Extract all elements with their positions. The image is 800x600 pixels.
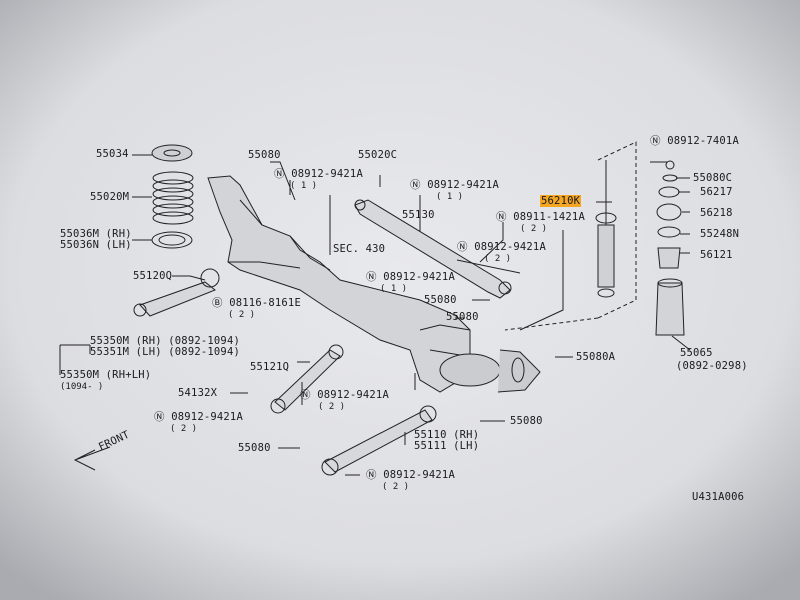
part-55248n: 55248N [700, 228, 740, 240]
nut-08912-9421a-2-code: 08912-9421A [427, 179, 499, 191]
part-55080-left: 55080 [238, 442, 271, 454]
lateral-link-upper [139, 281, 216, 317]
nut-08912-9421a-1-code: 08912-9421A [291, 168, 363, 180]
part-55036m: 55036M (RH) [60, 228, 132, 240]
nut-08912-7401a: Ⓝ 08912-7401A [650, 135, 739, 147]
bolt-08116-8161e-code: 08116-8161E [229, 297, 301, 309]
nut-08912-9421a-6-code: 08912-9421A [317, 389, 389, 401]
part-55080-top: 55080 [248, 149, 281, 161]
part-55080-mid: 55080 [424, 294, 457, 306]
dust-boot [655, 282, 685, 336]
nut-08912-9421a-5: Ⓝ 08912-9421A [154, 411, 243, 423]
part-54132x: 54132X [178, 387, 218, 399]
nut-08912-9421a-4: Ⓝ 08912-9421A [366, 271, 455, 283]
part-55350m-date: (1094- ) [60, 382, 104, 392]
nut-08912-9421a-2-qty: ( 1 ) [436, 192, 464, 202]
part-55080-right: 55080 [510, 415, 543, 427]
nut-08911-1421a-qty: ( 2 ) [520, 224, 548, 234]
coil-spring [152, 171, 194, 225]
part-55121q: 55121Q [250, 361, 290, 373]
part-56210k-highlight: 56210K [540, 195, 582, 207]
nut-08912-9421a-6: Ⓝ 08912-9421A [300, 389, 389, 401]
nut-08912-9421a-7-code: 08912-9421A [383, 469, 455, 481]
lateral-link-mid [274, 349, 341, 411]
part-55350m: 55350M (RH) (0892-1094) [90, 335, 240, 347]
nut-08912-9421a-1: Ⓝ 08912-9421A [274, 168, 363, 180]
part-56121: 56121 [700, 249, 733, 261]
nut-08912-9421a-3: Ⓝ 08912-9421A [457, 241, 546, 253]
nut-08912-9421a-7-qty: ( 2 ) [382, 482, 410, 492]
part-56218: 56218 [700, 207, 733, 219]
part-55111: 55111 (LH) [414, 440, 480, 452]
diagram-code: U431A006 [692, 491, 745, 503]
nut-08912-9421a-6-qty: ( 2 ) [318, 402, 346, 412]
shock-body [597, 224, 615, 288]
part-55034: 55034 [96, 148, 129, 160]
nut-08911-1421a: Ⓝ 08911-1421A [496, 211, 585, 223]
nut-08912-9421a-3-qty: ( 2 ) [484, 254, 512, 264]
nut-08912-9421a-2: Ⓝ 08912-9421A [410, 179, 499, 191]
nut-08912-9421a-7: Ⓝ 08912-9421A [366, 469, 455, 481]
nut-08912-9421a-5-qty: ( 2 ) [170, 424, 198, 434]
nut-08912-7401a-code: 08912-7401A [667, 135, 739, 147]
part-55080-mid2: 55080 [446, 311, 479, 323]
part-55020c: 55020C [358, 149, 398, 161]
nut-08912-9421a-4-qty: ( 1 ) [380, 284, 408, 294]
part-55036n: 55036N (LH) [60, 239, 132, 251]
spring-seat-upper [151, 144, 193, 162]
part-55080c: 55080C [693, 172, 733, 184]
front-arrow [73, 446, 111, 471]
nut-08912-9421a-3-code: 08912-9421A [474, 241, 546, 253]
section-ref-430: SEC. 430 [333, 243, 386, 255]
nut-08912-9421a-5-code: 08912-9421A [171, 411, 243, 423]
hub-knuckle [439, 353, 501, 387]
part-55130: 55130 [402, 209, 435, 221]
part-55065-date: (0892-0298) [676, 360, 748, 372]
nut-08911-1421a-code: 08911-1421A [513, 211, 585, 223]
part-55120q: 55120Q [133, 270, 173, 282]
nut-08912-9421a-4-code: 08912-9421A [383, 271, 455, 283]
part-55110: 55110 (RH) [414, 429, 480, 441]
bolt-08116-8161e: Ⓑ 08116-8161E [212, 297, 301, 309]
bump-stop [657, 247, 681, 269]
part-55065: 55065 [680, 347, 713, 359]
part-56217: 56217 [700, 186, 733, 198]
part-55020m: 55020M [90, 191, 130, 203]
nut-08912-9421a-1-qty: ( 1 ) [290, 181, 318, 191]
part-56210k: 56210K [540, 195, 582, 207]
part-55080a: 55080A [576, 351, 616, 363]
bolt-08116-8161e-qty: ( 2 ) [228, 310, 256, 320]
part-55351m: 55351M (LH) (0892-1094) [90, 346, 240, 358]
lower-link [324, 409, 433, 473]
part-55350m-rh-lh: 55350M (RH+LH) [60, 369, 152, 381]
